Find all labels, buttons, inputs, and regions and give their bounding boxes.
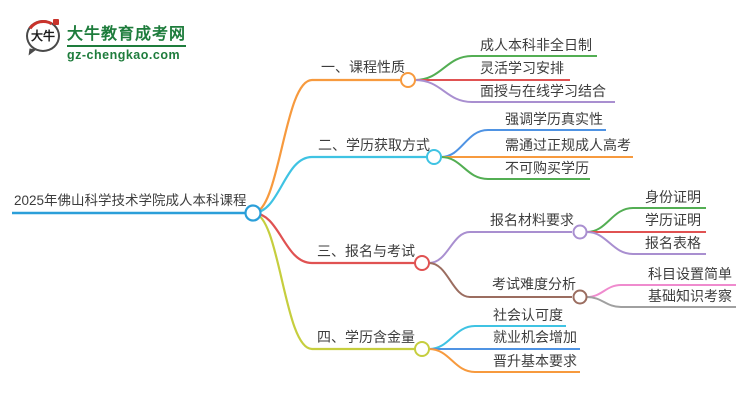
branch-1-line (252, 78, 401, 215)
subnode-difficulty-toggle[interactable] (572, 289, 588, 305)
branch-1-toggle[interactable] (400, 72, 416, 88)
leaf-line (414, 79, 615, 103)
branch-4-toggle[interactable] (414, 341, 430, 357)
leaf-node-label[interactable]: 学历证明 (645, 212, 701, 228)
subnode-materials-toggle[interactable] (572, 224, 588, 240)
subnode-line (428, 231, 572, 264)
branch-2-toggle[interactable] (426, 149, 442, 165)
branch-node-label[interactable]: 一、课程性质 (321, 59, 405, 75)
subnode-label[interactable]: 考试难度分析 (492, 276, 576, 292)
leaf-node-label[interactable]: 基础知识考察 (648, 288, 732, 304)
logo-seal-icon (53, 19, 59, 25)
leaf-node-label[interactable]: 需通过正规成人高考 (505, 137, 631, 153)
leaf-node-label[interactable]: 就业机会增加 (493, 329, 577, 345)
leaf-line (428, 348, 580, 373)
site-logo[interactable]: 大牛 大牛教育成考网 gz-chengkao.com (26, 19, 187, 62)
branch-3-line (252, 211, 415, 265)
leaf-node-label[interactable]: 科目设置简单 (648, 266, 732, 282)
branch-node-label[interactable]: 三、报名与考试 (317, 243, 415, 259)
root-node-label[interactable]: 2025年佛山科学技术学院成人本科课程 (14, 193, 247, 208)
leaf-node-label[interactable]: 身份证明 (645, 189, 701, 205)
root-node-toggle[interactable] (244, 204, 262, 222)
subnode-line (428, 262, 572, 298)
leaf-node-label[interactable]: 灵活学习安排 (480, 60, 564, 76)
leaf-line (586, 231, 706, 255)
logo-badge-icon: 大牛 (26, 19, 60, 52)
leaf-node-label[interactable]: 报名表格 (645, 235, 701, 251)
logo-badge-text: 大牛 (30, 29, 55, 43)
leaf-node-label[interactable]: 面授与在线学习结合 (480, 83, 606, 99)
leaf-node-label[interactable]: 强调学历真实性 (505, 111, 603, 127)
leaf-node-label[interactable]: 社会认可度 (493, 307, 563, 323)
branch-node-label[interactable]: 二、学历获取方式 (318, 137, 430, 153)
logo-divider (67, 45, 187, 47)
leaf-line (586, 296, 736, 308)
leaf-node-label[interactable]: 成人本科非全日制 (480, 37, 592, 53)
leaf-node-label[interactable]: 晋升基本要求 (493, 353, 577, 369)
branch-2-line (252, 155, 427, 215)
branch-3-toggle[interactable] (414, 255, 430, 271)
site-url: gz-chengkao.com (67, 48, 181, 62)
subnode-label[interactable]: 报名材料要求 (490, 212, 574, 228)
leaf-line (440, 156, 590, 180)
site-name: 大牛教育成考网 (67, 26, 187, 43)
leaf-node-label[interactable]: 不可购买学历 (505, 160, 589, 176)
logo-text: 大牛教育成考网 gz-chengkao.com (67, 20, 187, 62)
branch-node-label[interactable]: 四、学历含金量 (317, 329, 415, 345)
branch-4-line (252, 211, 415, 351)
